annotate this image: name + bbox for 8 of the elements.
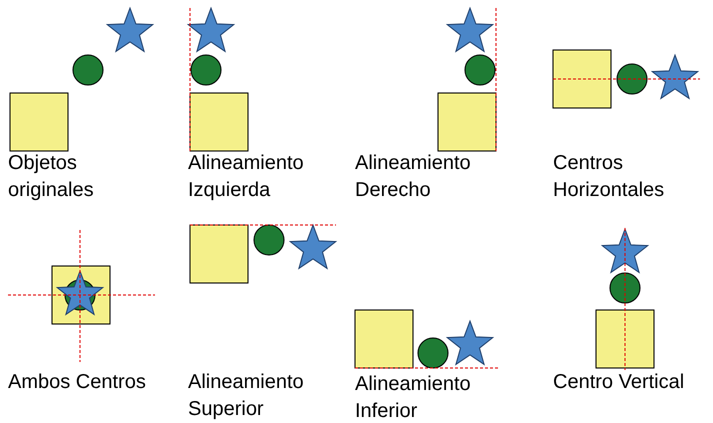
caption: Alineamiento Derecho: [355, 151, 472, 203]
caption: Objetos originales: [8, 151, 95, 203]
caption: Alineamiento Izquierda: [188, 151, 305, 203]
caption: Alineamiento Inferior: [355, 372, 472, 423]
caption: Centro Vertical: [553, 370, 686, 395]
caption: Ambos Centros: [8, 370, 147, 395]
caption: Alineamiento Superior: [188, 370, 305, 422]
caption: Centros Horizontales: [553, 151, 666, 203]
